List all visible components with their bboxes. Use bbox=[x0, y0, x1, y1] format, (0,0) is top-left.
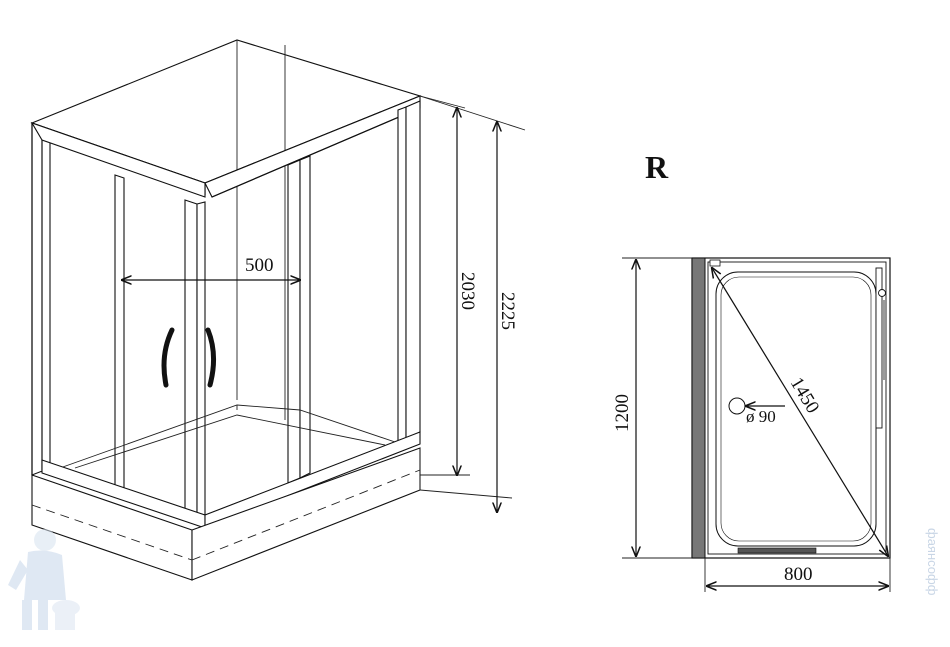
door-handle-left bbox=[161, 327, 175, 388]
dim-2030-label: 2030 bbox=[457, 272, 478, 310]
front-left-post bbox=[31, 122, 51, 476]
isometric-view: 500 2030 2225 bbox=[30, 39, 526, 581]
dim-800-label: 800 bbox=[784, 564, 813, 585]
drain-icon bbox=[728, 397, 746, 415]
door-handle-right bbox=[205, 327, 216, 388]
cabin-roof bbox=[30, 39, 422, 184]
watermark-text: фаянсофф bbox=[925, 528, 940, 596]
back-right-post bbox=[397, 106, 407, 442]
dim-1450-line bbox=[712, 268, 888, 556]
dim-2225-label: 2225 bbox=[497, 292, 518, 330]
dim-500-label: 500 bbox=[245, 255, 274, 276]
plan-outline bbox=[691, 257, 891, 559]
orientation-label: R bbox=[645, 149, 669, 185]
plan-wall bbox=[691, 257, 706, 559]
watermark-mascot bbox=[8, 529, 80, 630]
drain-label: ø 90 bbox=[746, 407, 776, 426]
side-panel-post bbox=[287, 159, 301, 484]
dim-1200-label: 1200 bbox=[612, 394, 633, 432]
plan-view: R ø 90 1450 1200 800 bbox=[612, 149, 891, 592]
door-post-left bbox=[184, 199, 198, 523]
